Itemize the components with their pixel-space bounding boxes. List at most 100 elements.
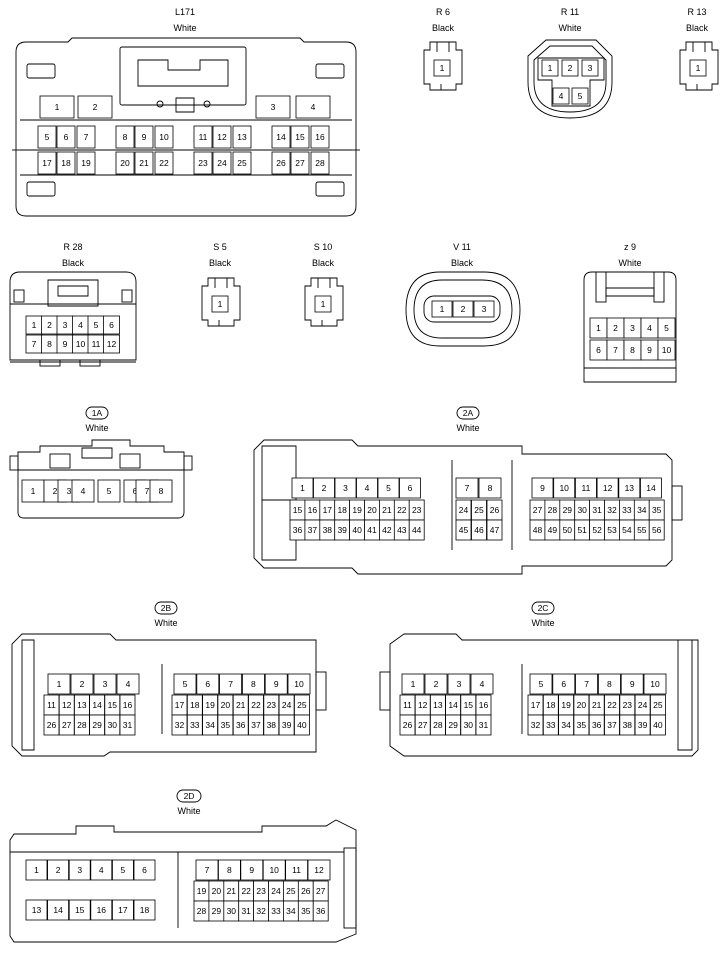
svg-text:25: 25 [653, 700, 663, 710]
svg-text:12: 12 [314, 865, 324, 875]
c2a-pin-32: 32 [604, 499, 620, 521]
c2c-pin-24: 24 [634, 694, 651, 716]
c2b-pin-6: 6 [196, 673, 220, 695]
c2c-pin-29: 29 [445, 714, 462, 736]
z9-pin-5: 5 [657, 317, 676, 339]
c2d-pin-31: 31 [238, 900, 255, 922]
r11-pin-1: 1 [541, 59, 559, 77]
svg-text:33: 33 [271, 906, 281, 916]
r28-color: Black [61, 258, 84, 268]
svg-text:13: 13 [625, 483, 635, 493]
l171-pin-28: 28 [310, 151, 330, 175]
svg-text:3: 3 [103, 679, 108, 689]
l171-pin-8: 8 [115, 125, 135, 149]
svg-text:9: 9 [647, 345, 652, 355]
svg-text:6: 6 [64, 132, 69, 142]
svg-text:21: 21 [227, 886, 237, 896]
c2b-pin-18: 18 [186, 694, 203, 716]
c2c-pin-16: 16 [475, 694, 492, 716]
svg-text:27: 27 [533, 505, 543, 515]
svg-text:6: 6 [133, 486, 138, 496]
svg-text:12: 12 [107, 339, 117, 349]
z9-pin-8: 8 [623, 339, 642, 361]
c2d-pin-19: 19 [193, 880, 210, 902]
svg-text:23: 23 [623, 700, 633, 710]
svg-text:7: 7 [84, 132, 89, 142]
svg-text:30: 30 [108, 720, 118, 730]
connector-r11 [527, 39, 613, 119]
svg-text:10: 10 [294, 679, 304, 689]
svg-text:21: 21 [236, 700, 246, 710]
r28-pin-11: 11 [87, 334, 105, 354]
connector-v11 [405, 271, 521, 347]
svg-text:23: 23 [256, 886, 266, 896]
svg-text:18: 18 [140, 905, 150, 915]
l171-pin-9: 9 [134, 125, 154, 149]
svg-text:37: 37 [607, 720, 617, 730]
c2b-pin-25: 25 [293, 694, 310, 716]
svg-text:19: 19 [205, 700, 215, 710]
c2a-pin-12: 12 [596, 477, 619, 499]
svg-text:45: 45 [459, 525, 469, 535]
l171-pin-21: 21 [134, 151, 154, 175]
c2a-pin-17: 17 [319, 499, 336, 521]
svg-text:21: 21 [382, 505, 392, 515]
c2d-pin-10: 10 [262, 859, 286, 881]
svg-text:3: 3 [588, 63, 593, 73]
r28-code: R 28 [63, 242, 83, 252]
svg-text:48: 48 [533, 525, 543, 535]
c2b-pin-10: 10 [287, 673, 311, 695]
svg-text:39: 39 [337, 525, 347, 535]
svg-text:4: 4 [78, 320, 83, 330]
c2c-color: White [531, 618, 555, 628]
c2b-pin-19: 19 [202, 694, 219, 716]
svg-text:5: 5 [578, 91, 583, 101]
l171-pin-1: 1 [39, 95, 75, 119]
z9-pin-4: 4 [640, 317, 659, 339]
svg-text:13: 13 [433, 700, 443, 710]
svg-text:5: 5 [386, 483, 391, 493]
c2c-pin-30: 30 [460, 714, 477, 736]
l171-pin-20: 20 [115, 151, 135, 175]
c2b-pin-38: 38 [263, 714, 280, 736]
c2b-pin-12: 12 [58, 694, 75, 716]
c2d-pin-6: 6 [133, 859, 156, 881]
connector-r6 [423, 41, 463, 91]
c2b-pin-23: 23 [263, 694, 280, 716]
c2a-pin-21: 21 [378, 499, 395, 521]
svg-text:1: 1 [440, 63, 445, 73]
connector-s5 [201, 277, 241, 327]
svg-text:15: 15 [295, 132, 305, 142]
svg-text:9: 9 [274, 679, 279, 689]
c2b-pin-21: 21 [232, 694, 249, 716]
c2c-pin-28: 28 [429, 714, 446, 736]
svg-text:35: 35 [221, 720, 231, 730]
svg-text:22: 22 [607, 700, 617, 710]
badge-1a-text: 1A [92, 408, 103, 418]
c2d-pin-18: 18 [133, 899, 156, 921]
svg-text:40: 40 [653, 720, 663, 730]
svg-text:32: 32 [256, 906, 266, 916]
c2b-pin-29: 29 [89, 714, 105, 736]
svg-text:33: 33 [546, 720, 556, 730]
connector-2d [9, 819, 357, 943]
c2a-pin-55: 55 [633, 519, 650, 541]
svg-text:49: 49 [548, 525, 558, 535]
svg-text:5: 5 [45, 132, 50, 142]
svg-text:8: 8 [607, 679, 612, 689]
svg-text:46: 46 [474, 525, 484, 535]
badge-2c: 2C [531, 601, 555, 615]
svg-text:35: 35 [301, 906, 311, 916]
badge-2d-text: 2D [184, 791, 195, 801]
c2d-pin-14: 14 [47, 899, 69, 921]
c2b-pin-31: 31 [119, 714, 136, 736]
svg-text:52: 52 [592, 525, 602, 535]
badge-2b-text: 2B [161, 603, 172, 613]
svg-text:3: 3 [343, 483, 348, 493]
svg-text:15: 15 [464, 700, 474, 710]
c2a-pin-9: 9 [531, 477, 554, 499]
c2d-pin-28: 28 [193, 900, 210, 922]
svg-text:28: 28 [433, 720, 443, 730]
c2b-pin-17: 17 [171, 694, 188, 716]
svg-text:9: 9 [540, 483, 545, 493]
